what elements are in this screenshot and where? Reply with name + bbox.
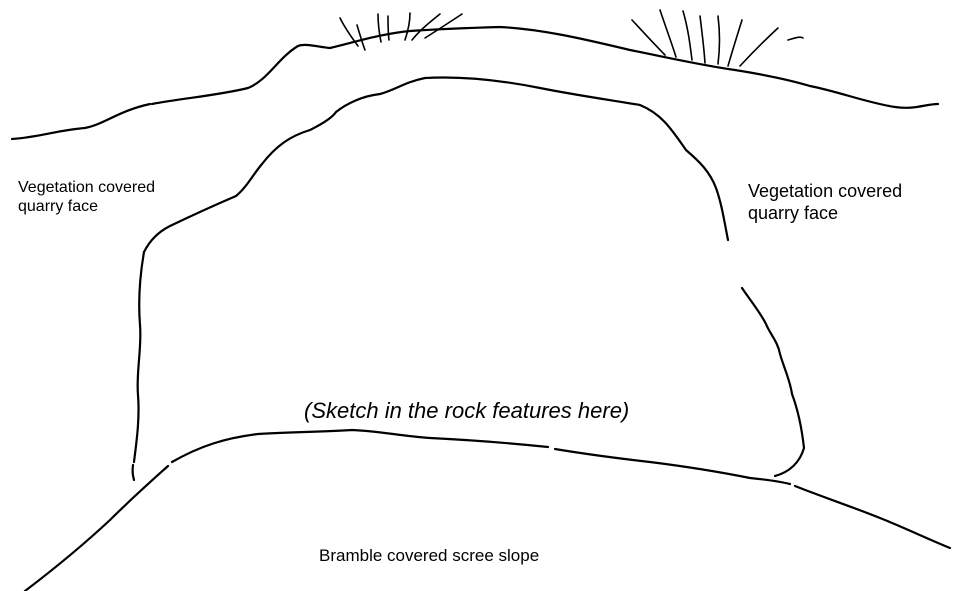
right-face-label-line-1: Vegetation covered [748, 181, 902, 203]
right-face-label-line-2: quarry face [748, 203, 902, 225]
right-vegetation-face-label: Vegetation covered quarry face [748, 181, 902, 224]
vegetation-tufts [340, 10, 803, 66]
left-face-label-line-2: quarry face [18, 197, 155, 216]
scree-slope-label: Bramble covered scree slope [319, 546, 539, 566]
scree-slope-boundary [25, 430, 950, 591]
left-vegetation-face-label: Vegetation covered quarry face [18, 178, 155, 216]
sketch-instruction-label: (Sketch in the rock features here) [304, 398, 629, 424]
skyline-ridge [12, 27, 938, 139]
left-face-label-line-1: Vegetation covered [18, 178, 155, 197]
